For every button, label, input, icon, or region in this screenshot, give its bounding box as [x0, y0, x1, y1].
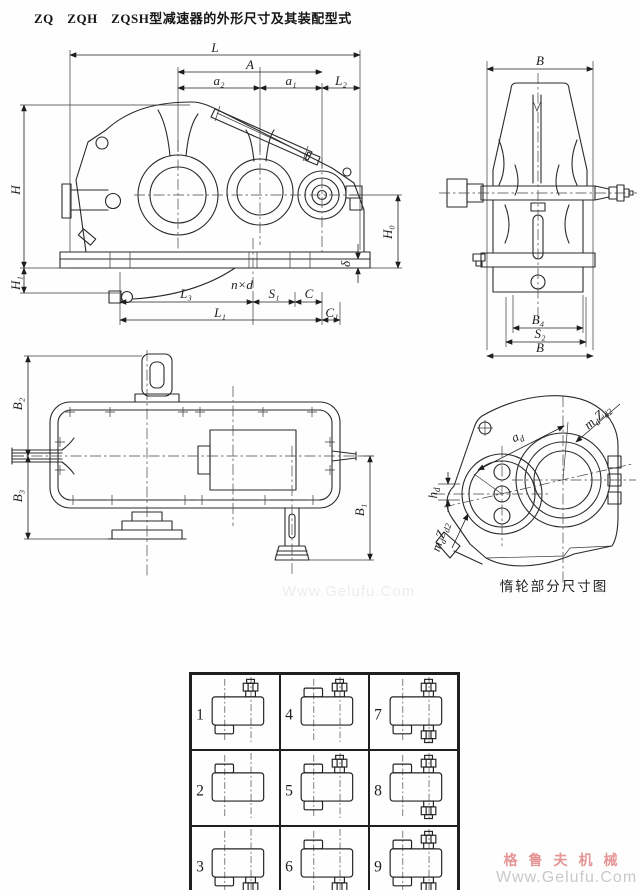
assembly-cell-number: 1 [196, 707, 204, 724]
assembly-cell-number: 7 [374, 707, 382, 724]
assembly-cell-6: 6 [280, 826, 369, 890]
rib [245, 129, 275, 162]
assembly-cell-5: 5 [280, 750, 369, 826]
dim-B4: B₄ [532, 312, 545, 327]
centerline [177, 140, 323, 252]
plan-housing [49, 401, 341, 509]
assembly-cell-2: 2 [191, 750, 280, 826]
base-plate [59, 251, 371, 269]
plan-right-shaft [331, 450, 357, 462]
dim-H: H [10, 185, 23, 196]
dim-C1: C₁ [325, 305, 338, 320]
watermark-brand: 格鲁夫机械 [503, 854, 629, 869]
left-shaft-stub [61, 183, 122, 219]
dim-H1: H₁ [10, 276, 23, 291]
side-elevation-view: L A a₂ a₁ L₂ H H₁ H₀ δ L₃ S₁ C L₁ C₁ n×d [10, 40, 402, 325]
vent-hole [342, 167, 352, 177]
rib [157, 109, 199, 157]
dim-L: L [210, 40, 218, 55]
plan-left-shaft [11, 437, 75, 475]
assembly-cell-9: 9 [369, 826, 458, 890]
assembly-cell-number: 3 [196, 859, 204, 876]
watermark: 格鲁夫机械 Www.Gelufu.Com [496, 850, 636, 887]
dim-B3: B₃ [10, 490, 25, 502]
dim-S1: S₁ [268, 286, 279, 301]
dim-L1: L₁ [213, 305, 226, 320]
drain-plug [77, 228, 236, 304]
dim-B2: B₂ [10, 397, 25, 410]
centerline [12, 350, 376, 578]
housing-outline [75, 101, 365, 253]
assembly-grid: 1 4 7 2 5 8 3 6 9 [189, 672, 460, 890]
dim-B-top: B [536, 53, 544, 68]
dim-a2: a₂ [213, 73, 225, 88]
assembly-cell-number: 5 [285, 783, 293, 800]
idler-caption: 惰轮部分尺寸图 [500, 579, 609, 594]
idler-gears [461, 432, 611, 535]
dim-A: A [245, 57, 254, 72]
dim-H0: H₀ [380, 225, 395, 240]
bolt-marks [55, 407, 335, 505]
dim-mz-top: mdZd2 [581, 401, 615, 434]
assembly-cell-number: 9 [374, 859, 382, 876]
assembly-cell-number: 8 [374, 783, 382, 800]
flange-bolt-hole [95, 136, 109, 150]
assembly-cell-3: 3 [191, 826, 280, 890]
dim-B1: B₁ [352, 504, 367, 516]
shaft-block [345, 185, 363, 199]
drawing-title: ZQ ZQH ZQSH型减速器的外形尺寸及其装配型式 [34, 11, 352, 26]
assembly-cell-number: 4 [285, 707, 293, 724]
watermark-url: Www.Gelufu.Com [496, 869, 638, 886]
dim-hd: hd [425, 487, 442, 499]
dim-nxd: n×d [231, 277, 253, 292]
top-coupling [134, 353, 180, 403]
dim-L3: L₃ [179, 286, 192, 301]
dim-L2: L₂ [334, 73, 347, 88]
shaft-block [349, 197, 363, 211]
dim-mz-bottom: mdZd2 [428, 519, 454, 553]
mounting-hole [246, 238, 260, 292]
centerline [434, 396, 636, 586]
assembly-cell-1: 1 [191, 674, 280, 750]
inspection-cover [209, 429, 297, 491]
inclined-cover [210, 105, 321, 166]
dim-C: C [305, 286, 314, 301]
dim-a1: a₁ [285, 73, 296, 88]
assembly-cell-7: 7 [369, 674, 458, 750]
end-housing [472, 82, 596, 293]
assembly-cell-8: 8 [369, 750, 458, 826]
dim-delta: δ [338, 260, 353, 267]
dim-ad: ad [509, 427, 527, 447]
end-view: B B₄ S₂ B [439, 53, 637, 359]
assembly-cell-number: 2 [196, 783, 204, 800]
watermark-faint: Www.Gelufu.Com [282, 583, 416, 600]
idler-dimension-view: ad mdZd2 hd mdZd2 惰轮部分尺寸图 [425, 395, 636, 594]
dim-B-bottom: B [536, 340, 544, 355]
assembly-cell-4: 4 [280, 674, 369, 750]
dim-S2: S₂ [534, 326, 546, 341]
assembly-cell-number: 6 [285, 859, 293, 876]
plan-view: B₂ B₃ B₁ [10, 350, 376, 578]
